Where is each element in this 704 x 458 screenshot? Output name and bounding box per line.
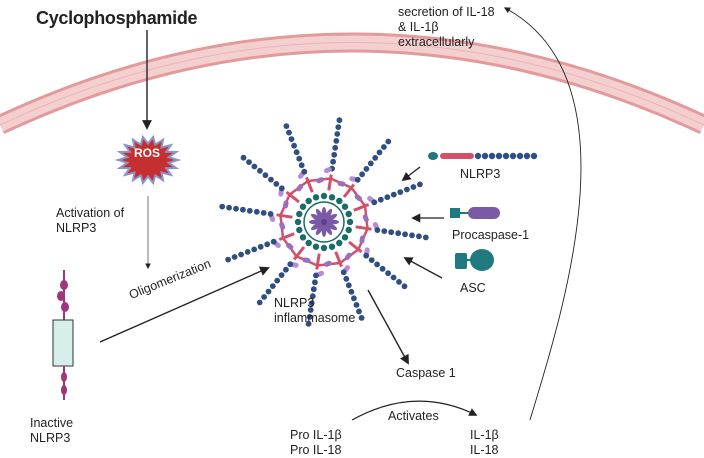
nlrp3-inflammasome <box>219 117 429 327</box>
inflammasome-label: NLRP3 inflammasome <box>274 296 356 325</box>
arrow-secretion <box>503 7 582 421</box>
procaspase-component-label: Procaspase-1 <box>452 228 530 242</box>
inactive-nlrp3-receptor <box>52 270 74 400</box>
arrow-activates <box>351 400 478 421</box>
arrow-nlrp3-in <box>401 166 421 182</box>
mature-cytokines-label: IL-1β IL-18 <box>470 428 499 457</box>
ros-label: ROS <box>134 146 161 160</box>
inactive-nlrp3-label: Inactive NLRP3 <box>30 416 74 445</box>
nlrp3-component-label: NLRP3 <box>460 167 501 181</box>
drug-title: Cyclophosphamide <box>36 8 198 28</box>
arrow-to-caspase <box>367 289 409 365</box>
secretion-label: secretion of IL-18 & IL-1β extracellular… <box>398 5 495 49</box>
nlrp3-component <box>428 152 538 160</box>
ros-burst <box>114 134 182 186</box>
arrow-asc-in <box>403 257 443 279</box>
activates-label: Activates <box>388 409 439 423</box>
asc-component <box>455 249 494 271</box>
pro-cytokines-label: Pro IL-1β Pro IL-18 <box>290 428 342 457</box>
procaspase-component <box>450 207 500 219</box>
asc-component-label: ASC <box>460 281 486 295</box>
activation-label: Activation of NLRP3 <box>56 206 125 235</box>
cell-membrane <box>0 32 704 135</box>
caspase-label: Caspase 1 <box>396 366 456 380</box>
arrow-oligomerization <box>99 266 270 343</box>
